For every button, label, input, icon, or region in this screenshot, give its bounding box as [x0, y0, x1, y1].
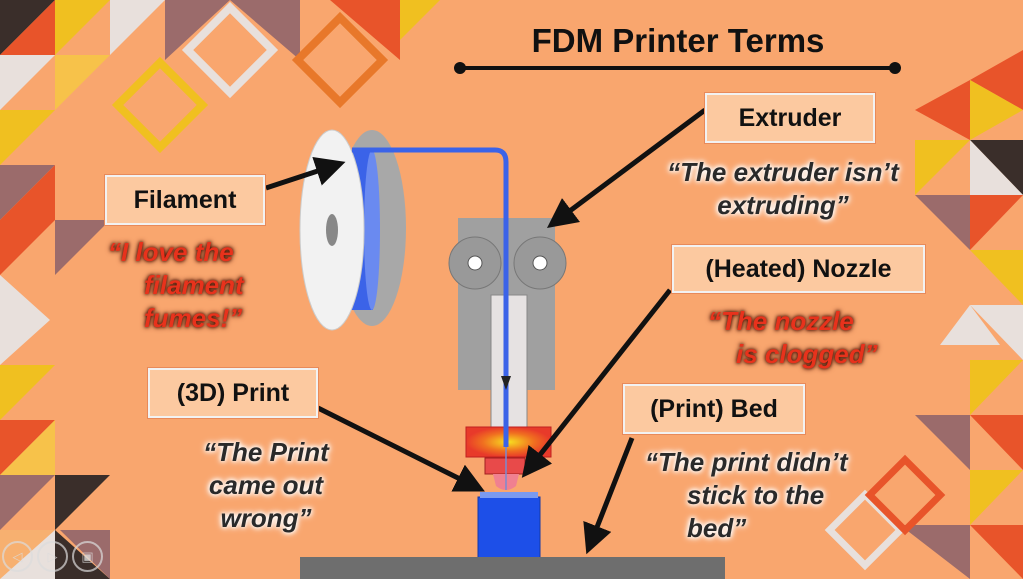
quote-extruder: “The extruder isn’t extruding”	[648, 156, 918, 222]
quote-line: fumes!”	[144, 303, 243, 333]
label-print: (3D) Print	[147, 367, 319, 419]
quote-line: “The print didn’t	[645, 447, 848, 477]
label-nozzle: (Heated) Nozzle	[671, 244, 926, 294]
quote-print: “The Print came out wrong”	[186, 436, 346, 535]
slide-view-button[interactable]: ▣	[72, 541, 103, 572]
printed-cube	[477, 496, 541, 564]
quote-line: is clogged”	[736, 339, 878, 369]
filament-spool	[299, 129, 406, 331]
slide-title: FDM Printer Terms	[531, 22, 825, 59]
quote-line: came out	[208, 470, 324, 500]
label-bed: (Print) Bed	[622, 383, 806, 435]
quote-nozzle: “The nozzle is clogged”	[708, 305, 878, 371]
filament-strand	[352, 147, 509, 447]
quote-line: bed”	[687, 513, 747, 543]
label-extruder: Extruder	[704, 92, 876, 144]
label-filament: Filament	[104, 174, 266, 226]
quote-line: filament	[144, 270, 244, 300]
quote-line: wrong”	[220, 503, 312, 533]
quote-line: “The Print	[203, 437, 329, 467]
quote-line: stick to the	[687, 480, 825, 510]
right-pattern	[824, 50, 1023, 579]
print-bed	[300, 557, 725, 579]
quote-bed: “The print didn’t stick to the bed”	[645, 446, 848, 545]
quote-line: “The extruder isn’t	[667, 157, 899, 187]
previous-slide-button[interactable]: ◁	[2, 541, 33, 572]
quote-line: “The nozzle	[708, 306, 854, 336]
quote-filament: “I love the filament fumes!”	[108, 236, 244, 335]
pointer-arrows	[265, 107, 707, 555]
next-slide-button[interactable]: ▷	[37, 541, 68, 572]
quote-line: “I love the	[108, 237, 234, 267]
quote-line: extruding”	[717, 190, 849, 220]
